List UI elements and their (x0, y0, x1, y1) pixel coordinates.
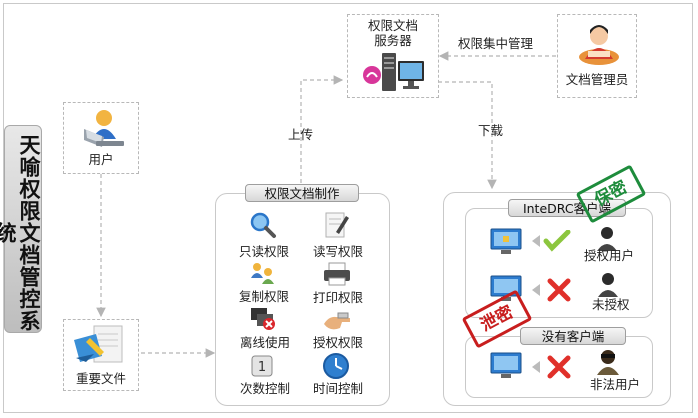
authorized-label: 授权用户 (584, 248, 635, 263)
monitor-icon (490, 275, 522, 301)
admin-node: 文档管理员 (557, 14, 637, 98)
system-title: 天喻权限文档管控系统 (0, 134, 41, 332)
document-icon (74, 325, 123, 363)
edge-central-label: 权限集中管理 (458, 36, 534, 51)
counter-icon: 1 (251, 355, 273, 377)
system-title-badge: 天喻权限文档管控系统 (0, 125, 42, 333)
svg-text:1: 1 (258, 360, 266, 375)
hand-key-icon (324, 312, 350, 330)
perm-readwrite: 读写权限 (313, 244, 364, 259)
perm-time: 时间控制 (313, 381, 364, 396)
cross-icon (532, 278, 571, 302)
illegal-label: 非法用户 (590, 377, 641, 392)
file-label: 重要文件 (75, 371, 126, 386)
user-icon (84, 110, 124, 147)
perm-readonly: 只读权限 (239, 244, 290, 259)
making-title: 权限文档制作 (245, 184, 359, 202)
edge-download (438, 81, 497, 190)
monitor-unprotected-icon (490, 352, 522, 378)
illegal-user-icon (597, 350, 619, 375)
making-panel (215, 193, 390, 406)
no-client-title: 没有客户端 (520, 327, 626, 345)
authorized-user-icon (597, 227, 617, 251)
admin-icon (579, 25, 619, 65)
perm-count: 次数控制 (240, 381, 291, 396)
edge-download-label: 下载 (478, 123, 504, 138)
client-installed-box (465, 208, 653, 318)
magnifier-icon (250, 212, 276, 238)
clock-icon (323, 353, 349, 379)
unauthorized-user-icon (598, 273, 618, 297)
printer-icon (324, 262, 350, 286)
client-title: InteDRC客户端 (508, 199, 626, 217)
admin-label: 文档管理员 (565, 72, 629, 87)
file-node: 重要文件 (63, 319, 139, 391)
perm-grant: 授权权限 (313, 335, 364, 350)
edit-document-icon (325, 212, 349, 238)
unauthorized-label: 未授权 (592, 297, 630, 312)
offline-network-icon (251, 308, 275, 330)
deny-cross-icon (532, 355, 571, 379)
edge-upload-label: 上传 (288, 127, 314, 142)
server-node: 权限文档 服务器 (347, 14, 439, 98)
check-icon (532, 230, 571, 252)
perm-copy: 复制权限 (239, 289, 290, 304)
user-label: 用户 (88, 152, 114, 167)
server-icon (363, 53, 424, 91)
perm-offline: 离线使用 (240, 335, 291, 350)
monitor-locked-icon (490, 228, 522, 254)
edge-upload (300, 75, 344, 190)
server-label: 权限文档 服务器 (367, 18, 418, 48)
copy-users-icon (251, 263, 274, 284)
perm-print: 打印权限 (313, 290, 364, 305)
user-node: 用户 (63, 102, 139, 174)
